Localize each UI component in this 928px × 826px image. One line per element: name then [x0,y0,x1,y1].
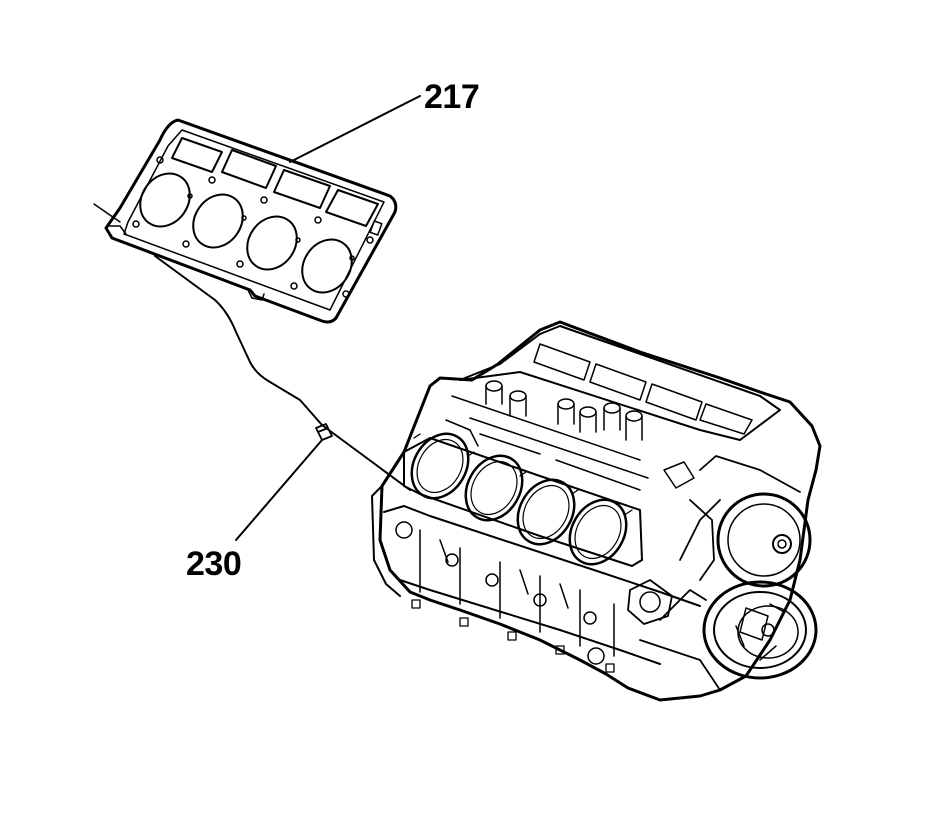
gasket-bore-3 [237,207,307,279]
far-deck [460,326,780,440]
water-pump-pulley [718,494,810,586]
block-deck [404,438,642,566]
valley-ribs [446,396,648,490]
gasket-bore-1 [130,164,200,236]
gasket-bore-2 [183,185,253,257]
oil-filter-adapter [628,580,672,624]
gasket-slot-2 [222,150,276,188]
gasket-slot-3 [274,170,330,208]
gasket-bolt-holes [133,157,373,297]
gasket-slot-1 [172,138,222,172]
block-bore-4 [558,490,637,575]
gasket-left-tab [108,226,126,234]
front-cover [640,456,800,690]
callout-217: 217 [424,78,480,116]
leader-217 [290,96,420,162]
lower-ribs [420,530,614,656]
gasket-tab [248,290,264,300]
far-deck-slots [534,344,752,434]
leader-lines [155,96,420,540]
gasket-right-tab [370,221,382,235]
crank-balancer [704,582,816,678]
rear-flange [372,486,400,596]
dowel-pin [316,424,332,440]
callout-230: 230 [186,545,242,583]
gasket-outline [106,120,396,322]
deck-bolt-row [414,434,632,514]
gasket-dowel-line [94,204,120,222]
gasket-bore-4 [292,230,362,302]
engine-block [372,322,820,700]
freeze-plugs [396,522,604,664]
knock-sensor [664,462,694,488]
gasket-slot-4 [326,190,378,226]
leader-230 [236,440,322,540]
gasket-inner-border [124,130,384,310]
lifter-bosses [486,381,642,440]
alignment-line [155,256,410,490]
block-bore-1 [400,424,479,509]
balancer-spokes [736,604,784,660]
block-bore-2 [454,446,533,531]
side-bolts [412,600,614,672]
water-pump-hub [773,535,791,553]
head-gasket [94,120,396,322]
block-bore-3 [506,470,585,555]
